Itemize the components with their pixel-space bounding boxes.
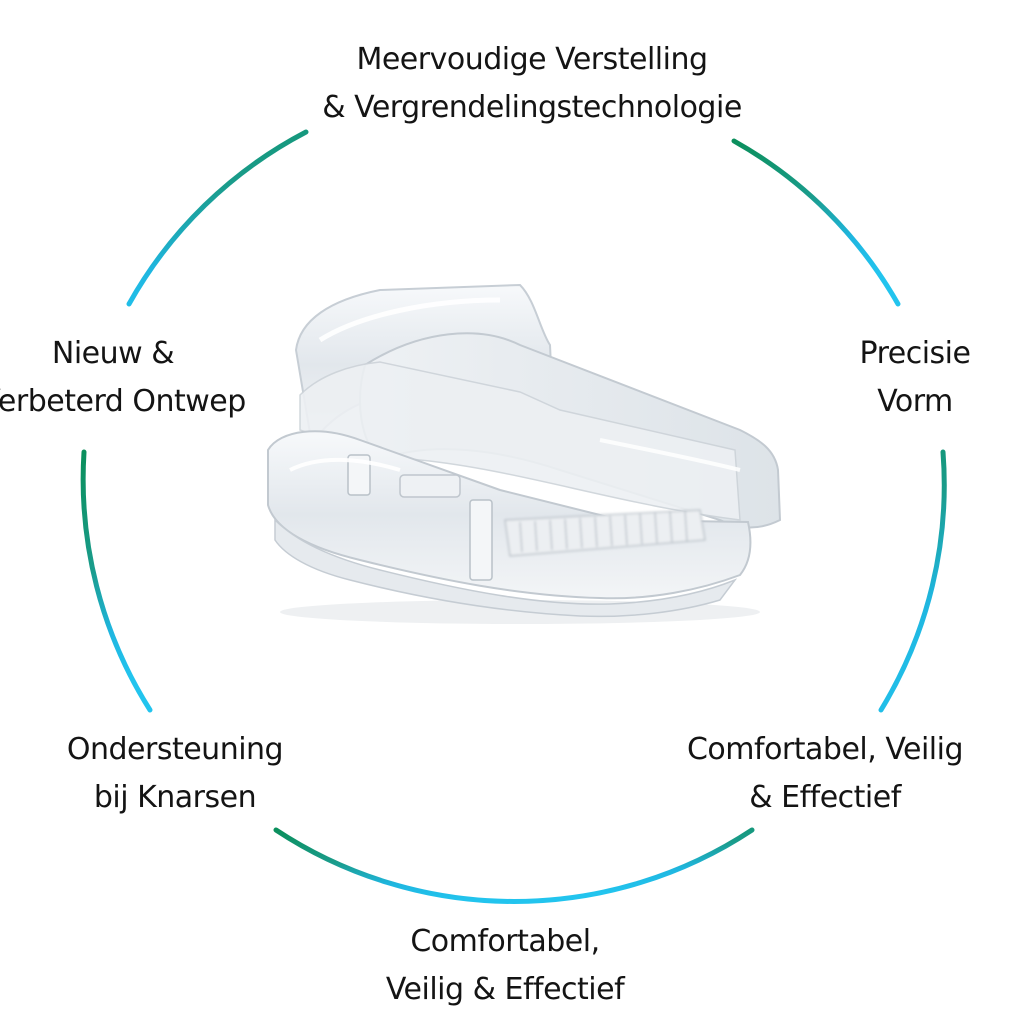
ring-arc-top-right	[731, 138, 901, 307]
feature-label-top-line1: Meervoudige Verstelling	[356, 42, 708, 77]
feature-label-bottom-left-line1: Ondersteuning	[66, 732, 284, 767]
ring-arc-left	[80, 449, 153, 713]
feature-label-right-line1: Precisie	[859, 336, 971, 371]
feature-label-bottom-line2: Veilig & Effectief	[385, 972, 625, 1007]
ring-arc-right	[878, 449, 947, 713]
feature-label-bottom-line1: Comfortabel,	[410, 924, 600, 959]
feature-label-right-line2: Vorm	[877, 384, 953, 419]
feature-label-bottom-right-line1: Comfortabel, Veilig	[686, 732, 964, 767]
feature-label-left-line1: Nieuw &	[51, 336, 175, 371]
feature-label-top: Meervoudige Verstelling & Vergrendelings…	[262, 36, 802, 132]
feature-label-top-line2: & Vergrendelingstechnologie	[322, 90, 742, 125]
feature-label-bottom-left: Ondersteuning bij Knarsen	[40, 726, 310, 822]
feature-label-left: Nieuw & Verbeterd Ontwep	[0, 330, 278, 426]
feature-label-bottom: Comfortabel, Veilig & Effectief	[340, 918, 670, 1014]
ring-arc-bottom	[273, 827, 755, 904]
feature-label-left-line2: Verbeterd Ontwep	[0, 384, 246, 419]
feature-label-bottom-right-line2: & Effectief	[749, 780, 901, 815]
feature-label-bottom-left-line2: bij Knarsen	[93, 780, 257, 815]
ring-arc-top-left	[126, 129, 309, 307]
feature-label-right: Precisie Vorm	[800, 330, 1024, 426]
feature-label-bottom-right: Comfortabel, Veilig & Effectief	[660, 726, 990, 822]
